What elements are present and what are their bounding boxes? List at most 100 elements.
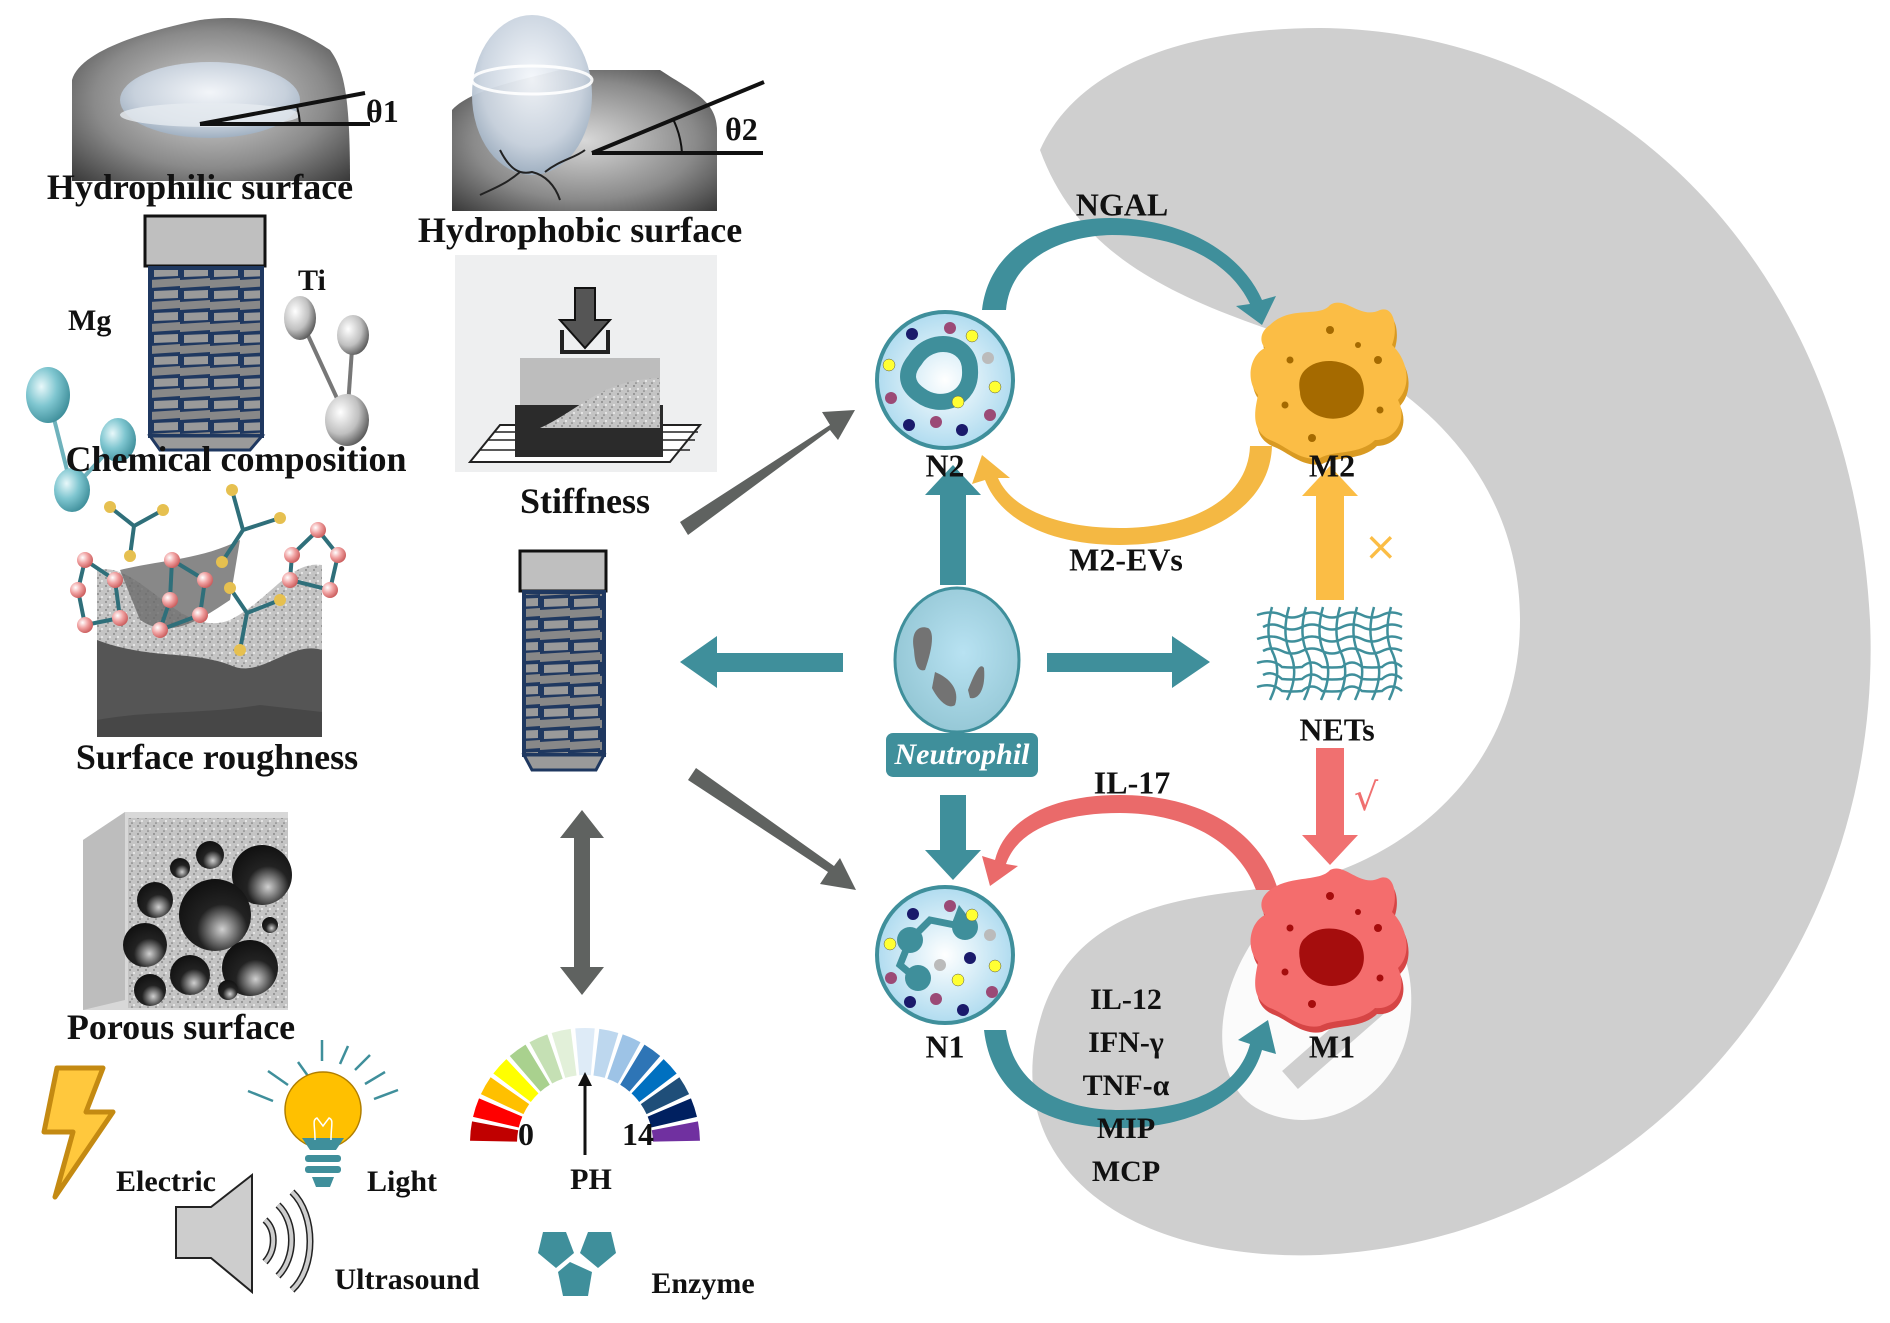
- nets-mesh: [1256, 606, 1403, 701]
- center-implant-illustration: [518, 549, 608, 772]
- cytokine-item: TNF-α: [1082, 1069, 1170, 1102]
- net-strand: [1256, 611, 1403, 619]
- net-strand: [1386, 606, 1398, 701]
- n2-label: N2: [925, 447, 965, 484]
- promote-mark: √: [1354, 775, 1379, 819]
- il17-arrow: [982, 795, 1278, 890]
- electric-label: Electric: [116, 1165, 216, 1198]
- net-strand: [1318, 606, 1330, 701]
- n1-cell: [875, 885, 1015, 1025]
- mg-molecule: [26, 367, 136, 512]
- porous-surface-illustration: [83, 812, 292, 1010]
- net-strand: [1262, 623, 1403, 631]
- stiffness-illustration: [455, 255, 717, 472]
- net-strand: [1256, 635, 1403, 643]
- n2-cell: [875, 310, 1015, 450]
- teal-arrows: [680, 465, 1210, 880]
- ph-scale-segment: [607, 1034, 641, 1084]
- net-strand: [1335, 606, 1347, 701]
- net-strand: [1262, 671, 1403, 681]
- neutrophil-cell: [893, 586, 1021, 734]
- m2-evs-label: M2-EVs: [1069, 541, 1183, 578]
- m2-evs-arrow: [972, 446, 1272, 545]
- ultrasound-label: Ultrasound: [334, 1263, 480, 1296]
- cytokine-item: MCP: [1091, 1155, 1161, 1188]
- cytokine-item: IFN-γ: [1088, 1026, 1164, 1059]
- m1-macrophage: [1250, 868, 1409, 1033]
- net-strand: [1256, 659, 1403, 669]
- net-strand: [1256, 683, 1403, 693]
- chemical-composition-label: Chemical composition: [65, 439, 407, 479]
- neutrophil-to-n1-arrow: [925, 795, 981, 880]
- n1-label: N1: [925, 1028, 965, 1065]
- ph-scale-segment: [473, 1098, 523, 1128]
- cytokine-arrow: [984, 1020, 1276, 1128]
- net-strand: [1369, 606, 1381, 701]
- chemical-implant-illustration: [26, 214, 369, 512]
- implant-to-n2-arrow: [680, 410, 855, 535]
- m1-label: M1: [1308, 1028, 1356, 1065]
- ph-scale-segment: [551, 1028, 577, 1078]
- porous-surface-label: Porous surface: [66, 1007, 296, 1047]
- yin-yang-grey-half: [1032, 28, 1871, 1256]
- hydrophilic-surface-illustration: [72, 18, 370, 181]
- net-strand: [1267, 606, 1279, 701]
- nets-to-m2-arrow: [1302, 466, 1358, 600]
- grey-arrows: [560, 410, 856, 995]
- cytokine-item: IL-12: [1090, 983, 1162, 1016]
- hydrophobic-surface-illustration: [452, 15, 765, 211]
- ph-scale-segment: [647, 1098, 697, 1128]
- hydrophobic-surface-label: Hydrophobic surface: [417, 210, 743, 250]
- light-bulb-icon: [247, 1040, 399, 1187]
- mg-label: Mg: [68, 304, 111, 337]
- nets-label: NETs: [1299, 711, 1375, 748]
- ti-label: Ti: [298, 264, 326, 297]
- theta2-label: θ2: [725, 111, 758, 147]
- net-strand: [1262, 647, 1403, 655]
- light-label: Light: [366, 1165, 438, 1198]
- electric-bolt-icon: [41, 1065, 116, 1200]
- implant-ph-double-arrow: [560, 810, 604, 995]
- cytokine-item: MIP: [1096, 1112, 1156, 1145]
- ph-min-label: 0: [518, 1116, 534, 1152]
- ph-scale-segment: [620, 1044, 661, 1092]
- ph-scale-segment: [480, 1077, 530, 1115]
- ph-scale-segment: [631, 1059, 677, 1102]
- enzyme-label: Enzyme: [651, 1267, 755, 1300]
- theta1-label: θ1: [366, 93, 399, 129]
- nets-to-m1-arrow: [1302, 748, 1358, 865]
- net-strand: [1352, 606, 1364, 701]
- surface-roughness-label: Surface roughness: [75, 737, 359, 777]
- ti-molecule: [284, 296, 369, 446]
- stiffness-label: Stiffness: [519, 481, 651, 521]
- surface-roughness-illustration: [70, 484, 346, 737]
- net-strand: [1301, 606, 1313, 701]
- neutrophil-to-nets-arrow: [1047, 636, 1210, 688]
- m2-label: M2: [1308, 447, 1356, 484]
- neutrophil-to-n2-arrow: [925, 465, 981, 585]
- neutrophil-to-implant-arrow: [680, 636, 843, 688]
- ngal-arrow: [982, 218, 1276, 325]
- ph-scale-segment: [640, 1077, 690, 1115]
- net-strand: [1284, 606, 1296, 701]
- ph-gauge: [470, 1028, 700, 1142]
- ph-scale-segment: [470, 1121, 519, 1142]
- ph-indicator-arrowhead: [578, 1072, 592, 1086]
- ngal-label: NGAL: [1075, 186, 1169, 223]
- ph-max-label: 14: [622, 1116, 654, 1152]
- ultrasound-speaker-icon: [175, 1172, 314, 1295]
- m2-macrophage: [1250, 302, 1409, 465]
- ph-scale-segment: [509, 1044, 550, 1092]
- ph-scale-segment: [493, 1059, 539, 1102]
- neutrophil-label: Neutrophil: [886, 733, 1038, 777]
- il17-label: IL-17: [1093, 764, 1171, 801]
- ph-label: PH: [570, 1163, 612, 1196]
- yin-yang-upper-dot: [1040, 290, 1230, 560]
- inhibit-mark: ×: [1364, 524, 1398, 570]
- ph-scale-segment: [593, 1028, 619, 1078]
- implant-to-n1-arrow: [688, 768, 856, 890]
- enzyme-icon: [538, 1232, 616, 1296]
- ph-scale-segment: [575, 1028, 595, 1076]
